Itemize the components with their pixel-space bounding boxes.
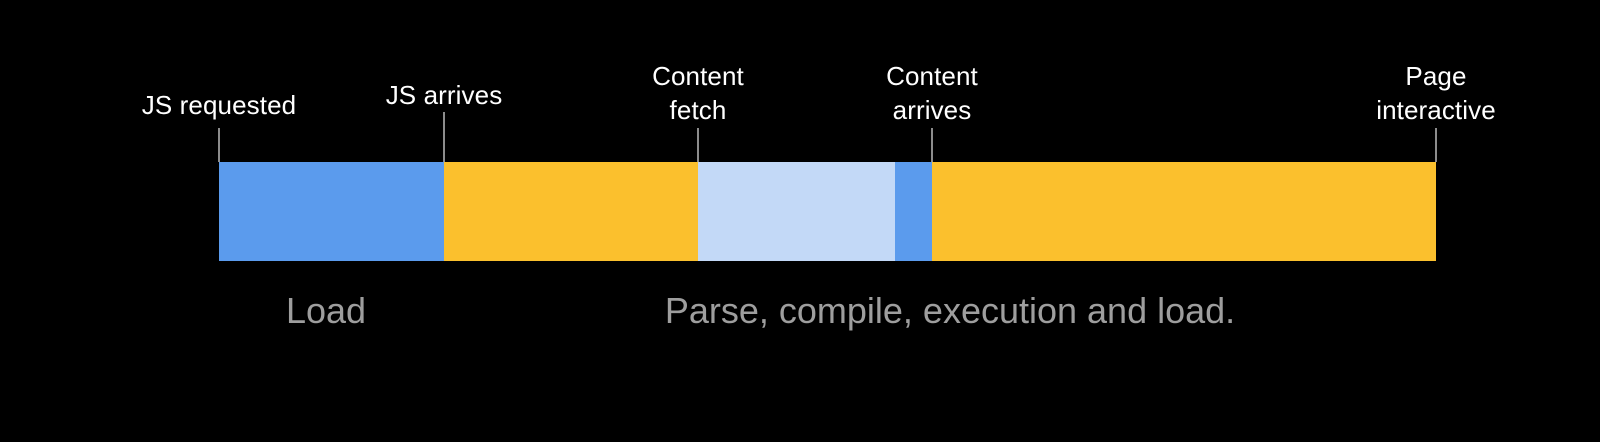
marker-label-js-arrives: JS arrives xyxy=(386,78,503,112)
marker-label-line2: fetch xyxy=(669,95,727,125)
marker-label-js-requested: JS requested xyxy=(142,88,296,122)
marker-label-line2: arrives xyxy=(892,95,972,125)
timeline-bar xyxy=(219,162,1436,261)
segment-js-parse-execute xyxy=(444,162,698,261)
tick-line-js-requested xyxy=(218,128,220,162)
marker-label-line1: Content xyxy=(652,61,744,91)
segment-execution-and-load xyxy=(932,162,1436,261)
marker-label-line1: Content xyxy=(886,61,978,91)
tick-line-content-fetch xyxy=(697,128,699,162)
tick-line-js-arrives xyxy=(443,112,445,162)
caption-load: Load xyxy=(285,290,367,331)
segment-js-download xyxy=(219,162,444,261)
caption-parse-compile-execute: Parse, compile, execution and load. xyxy=(664,290,1236,331)
marker-label-line1: JS arrives xyxy=(385,80,503,110)
tick-line-content-arrives xyxy=(931,128,933,162)
marker-label-page-interactive: Page interactive xyxy=(1376,59,1496,127)
marker-label-line2: interactive xyxy=(1376,95,1496,125)
marker-label-line1: Page xyxy=(1405,61,1467,91)
marker-label-content-arrives: Content arrives xyxy=(886,59,978,127)
tick-line-page-interactive xyxy=(1435,128,1437,162)
marker-label-line1: JS requested xyxy=(141,90,297,120)
segment-content-fetch-wait xyxy=(698,162,895,261)
segment-content-download xyxy=(895,162,932,261)
marker-label-content-fetch: Content fetch xyxy=(652,59,744,127)
